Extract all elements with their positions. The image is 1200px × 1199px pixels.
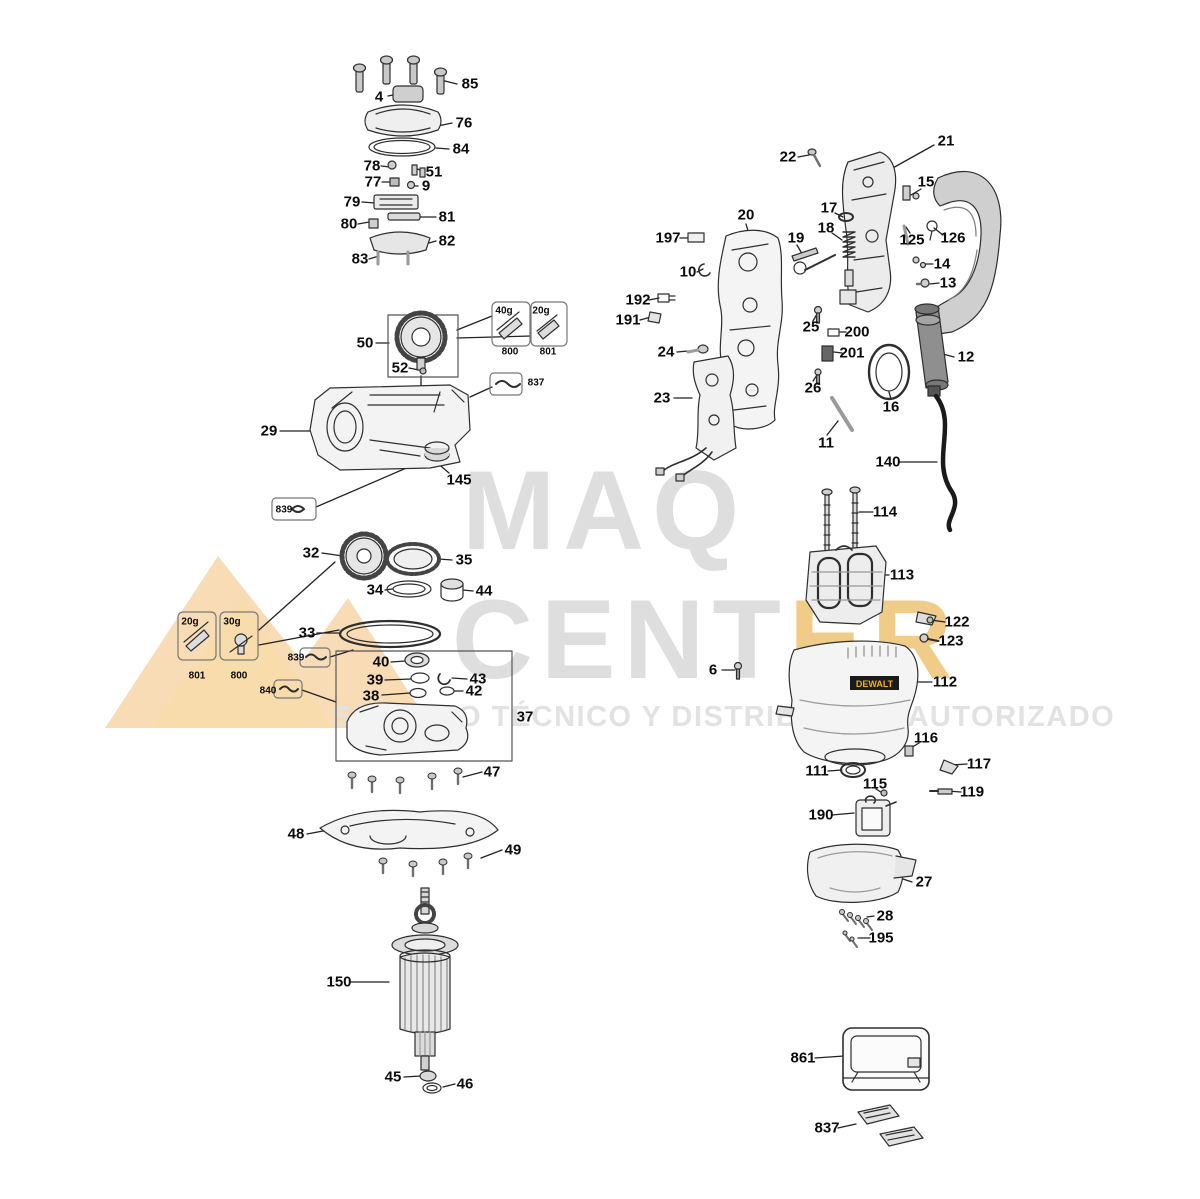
part-84-oring bbox=[368, 137, 436, 157]
grease-packet-boxes-top bbox=[491, 301, 568, 347]
lower-small-parts bbox=[840, 759, 959, 837]
grease-packet-boxes-left bbox=[177, 611, 259, 661]
bottom-cover-27 bbox=[806, 843, 917, 903]
clips-837-bottom bbox=[857, 1104, 924, 1147]
tube-12 bbox=[914, 303, 949, 391]
screws-114 bbox=[821, 486, 861, 554]
gear-train bbox=[338, 531, 464, 649]
screws-28-195 bbox=[839, 909, 873, 948]
clip-box-840 bbox=[273, 679, 303, 699]
motor-housing-112: DEWALT bbox=[775, 640, 919, 766]
guard-plate-48 bbox=[319, 809, 499, 850]
brand-badge bbox=[850, 676, 899, 690]
sub-housing-23 bbox=[655, 355, 737, 482]
screws-49 bbox=[378, 852, 473, 878]
clip-box-839-upper bbox=[271, 497, 317, 521]
brand-badge-text: DEWALT bbox=[856, 679, 894, 689]
stator-113 bbox=[805, 545, 887, 625]
clip-box-839-lower bbox=[299, 647, 331, 668]
handle-assembly-21 bbox=[807, 148, 1002, 335]
case-861 bbox=[842, 1027, 930, 1091]
housing-29 bbox=[309, 384, 471, 471]
gear-plate-37 bbox=[335, 650, 513, 762]
ring-16 bbox=[867, 343, 911, 401]
gear-50-assembly bbox=[387, 310, 459, 378]
bracket-122-123 bbox=[915, 611, 939, 643]
part-4-block bbox=[392, 85, 424, 103]
part-76-cover bbox=[364, 104, 442, 137]
armature-150 bbox=[391, 887, 459, 1094]
crank-housing-20 bbox=[687, 229, 836, 430]
small-fasteners-right bbox=[686, 305, 854, 680]
part-82-plate bbox=[369, 231, 431, 255]
part-79-plate bbox=[373, 194, 419, 210]
clip-box-837-top bbox=[489, 372, 523, 396]
top-cap-assembly bbox=[352, 55, 448, 266]
cable-140 bbox=[927, 385, 958, 533]
switch-parts bbox=[647, 293, 676, 324]
screws-47 bbox=[347, 767, 463, 795]
